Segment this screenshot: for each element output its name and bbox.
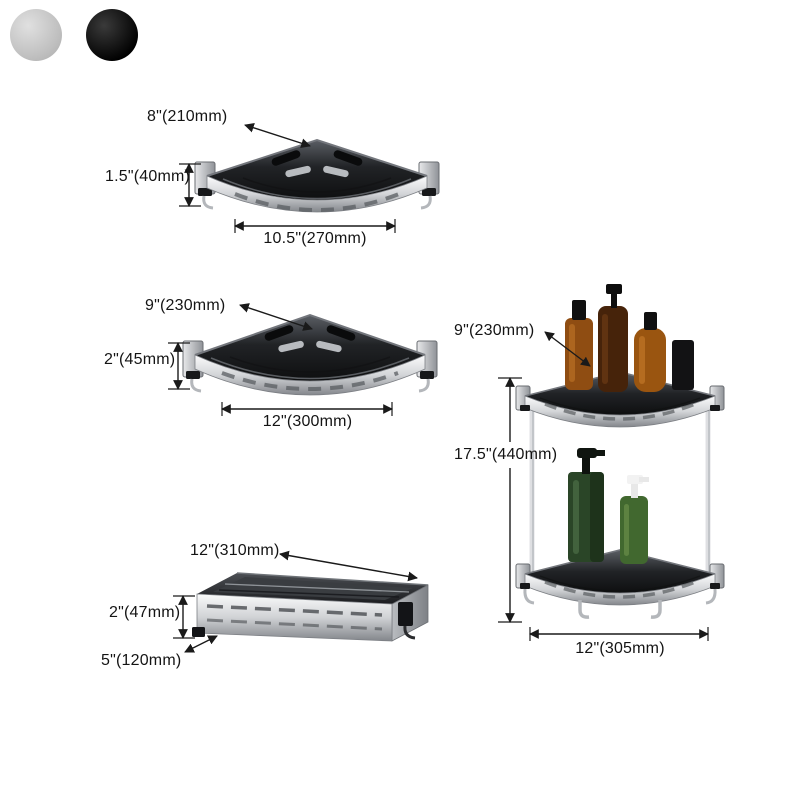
dim-label-height: 17.5"(440mm) <box>454 446 558 463</box>
rect-shelf-diagram: 12"(310mm) 2"(47mm) 5"(120mm) <box>95 540 435 680</box>
hook-icon <box>523 588 535 605</box>
hook-icon <box>190 378 202 393</box>
dim-label-height: 2"(47mm) <box>109 604 181 621</box>
hook-icon <box>650 600 662 619</box>
dim-label-front: 10.5"(270mm) <box>263 230 367 247</box>
dimension-lines <box>498 331 709 641</box>
bottom-tier <box>515 549 725 593</box>
hook-icon <box>403 625 416 640</box>
support-rods <box>529 394 711 574</box>
dim-label-height: 2"(45mm) <box>104 351 176 368</box>
bottom-tier-rim <box>520 573 720 606</box>
dim-label-depth: 5"(120mm) <box>101 652 182 669</box>
two-tier-shelf-image <box>498 284 725 641</box>
dim-label-height: 1.5"(40mm) <box>105 168 191 185</box>
two-tier-shelf-diagram: 9"(230mm) 17.5"(440mm) 12"(305mm) <box>450 282 760 682</box>
rect-shelf-image <box>173 550 429 653</box>
hook-icon <box>578 600 590 619</box>
hook-icon <box>202 195 214 210</box>
top-tier-rim <box>520 395 720 428</box>
hook-icon <box>420 195 432 210</box>
dim-label-front: 12"(300mm) <box>262 413 353 430</box>
dim-label-width: 12"(305mm) <box>575 640 665 657</box>
dim-label-width: 9"(230mm) <box>145 297 226 314</box>
hook-icon <box>705 588 717 605</box>
shelf-illustration <box>182 313 438 396</box>
corner-shelf-large-diagram: 9"(230mm) 2"(45mm) 12"(300mm) <box>90 285 450 445</box>
dim-label-depth: 9"(230mm) <box>454 322 535 339</box>
bottom-hooks <box>523 588 717 619</box>
shelf-illustration <box>192 572 429 642</box>
dimension-lines <box>173 550 418 653</box>
corner-shelf-small-diagram: 8"(210mm) 1.5"(40mm) 10.5"(270mm) <box>95 100 455 250</box>
dim-label-width: 12"(310mm) <box>190 542 280 559</box>
corner-shelf-small-image <box>179 123 440 233</box>
dimension-lines <box>179 123 396 233</box>
color-swatch-silver[interactable] <box>10 9 62 61</box>
dim-label-width: 8"(210mm) <box>147 108 228 125</box>
hook-icon <box>418 378 430 393</box>
bottom-tier-bottles <box>568 448 649 564</box>
dimension-lines <box>168 303 393 416</box>
shelf-illustration <box>194 138 440 213</box>
color-swatch-black[interactable] <box>86 9 138 61</box>
corner-shelf-large-image <box>168 303 438 416</box>
